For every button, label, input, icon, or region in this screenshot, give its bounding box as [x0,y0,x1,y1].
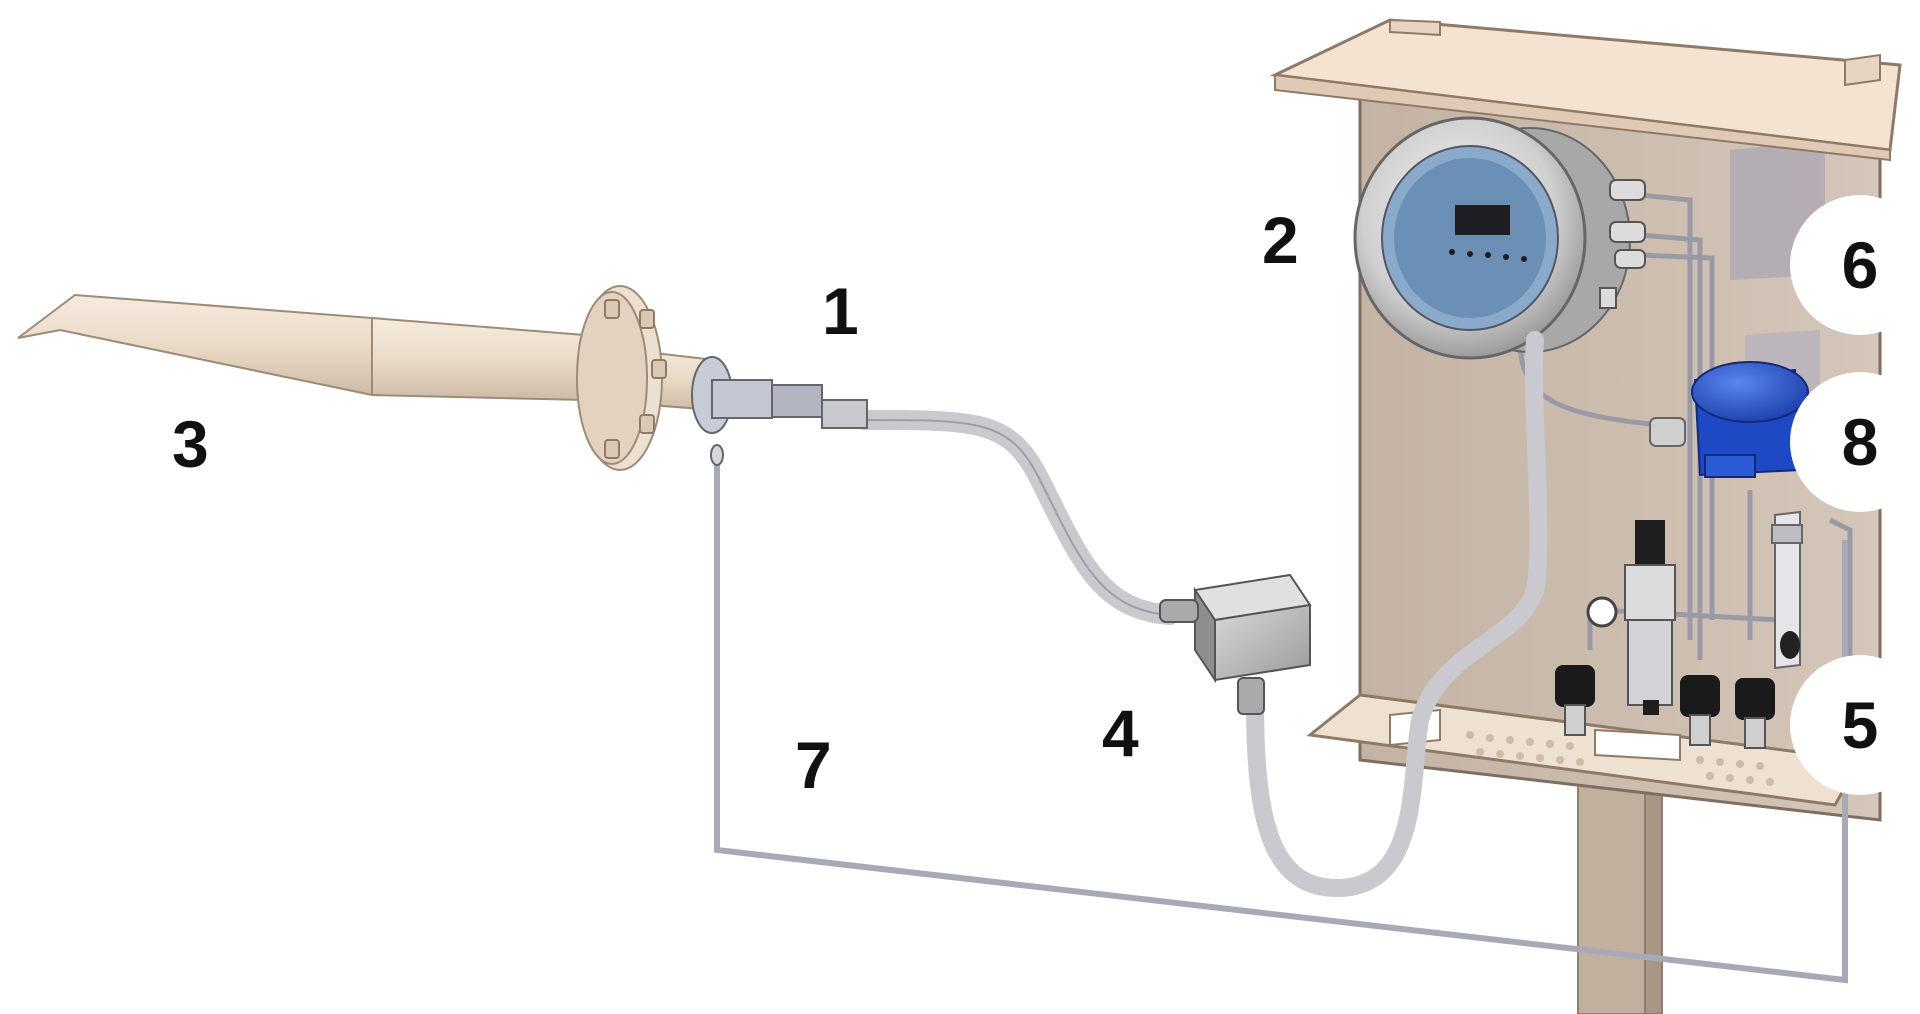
gas-detector [1649,361,1809,478]
label-5: 5 [1790,655,1920,795]
junction-box [1159,573,1312,715]
panel-hood [1269,18,1902,162]
label-3: 3 [172,407,209,481]
analyzer-keypad [1449,249,1527,262]
analyzer-enclosure [1353,116,1646,360]
mounting-post [1577,768,1663,1014]
sensor-head [691,356,868,466]
sensor-cable [855,410,1180,625]
label-4: 4 [1102,696,1139,770]
perforated-shelf [1306,693,1863,807]
label-1: 1 [822,274,859,348]
label-6: 6 [1790,195,1920,335]
label-8: 8 [1790,372,1920,512]
solenoid-valves [1555,665,1775,749]
flowmeter [1771,510,1803,670]
junction-cable [1246,331,1548,898]
label-7: 7 [795,728,832,802]
probe [17,285,716,471]
panel-tubing [1517,192,1853,720]
analyzer-display-screen [1455,205,1510,235]
filter-regulator [1586,520,1676,715]
label-2: 2 [1262,203,1299,277]
